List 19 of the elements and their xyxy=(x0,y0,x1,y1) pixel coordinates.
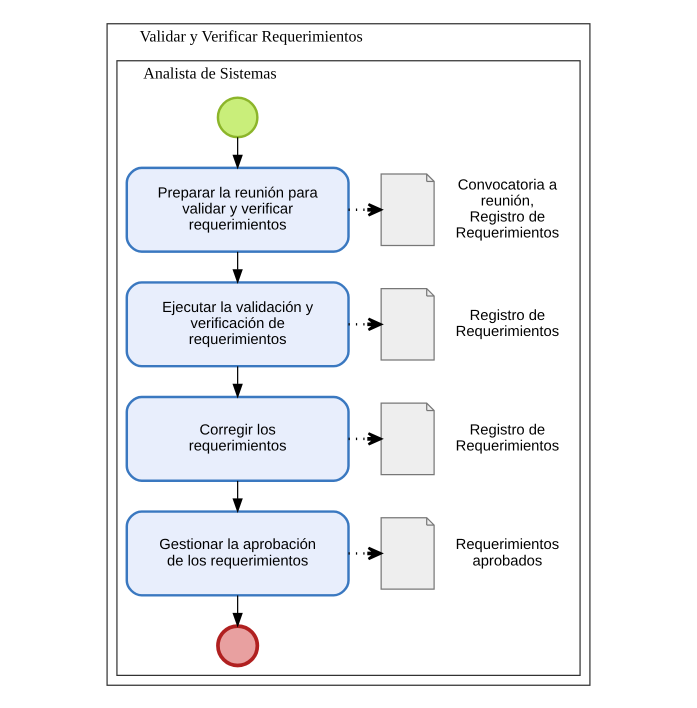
node-circle xyxy=(216,96,259,138)
node-label: Registro de Requerimientos xyxy=(456,308,560,340)
arrow xyxy=(348,432,382,446)
node-box: Ejecutar la validación y verificación de requerimientos xyxy=(126,280,350,367)
node-box: Corregir los requerimientos xyxy=(126,395,350,482)
arrow xyxy=(232,480,243,513)
arrow xyxy=(348,546,382,560)
node-label: Requerimientos aprobados xyxy=(456,536,560,569)
arrow xyxy=(232,594,243,628)
node-label: Convocatoria a reunión, Registro de Requerimientos xyxy=(456,177,560,242)
arrow xyxy=(232,366,243,398)
node-box: Preparar la reunión para validar y verificar requerimientos xyxy=(126,166,350,252)
arrow xyxy=(232,136,243,170)
arrow xyxy=(232,251,243,284)
node-label: Registro de Requerimientos xyxy=(456,422,560,454)
node-circle xyxy=(216,624,260,667)
node-box: Gestionar la aprobación de los requerimientos xyxy=(126,510,350,596)
arrow xyxy=(348,202,382,216)
arrow xyxy=(348,317,382,331)
